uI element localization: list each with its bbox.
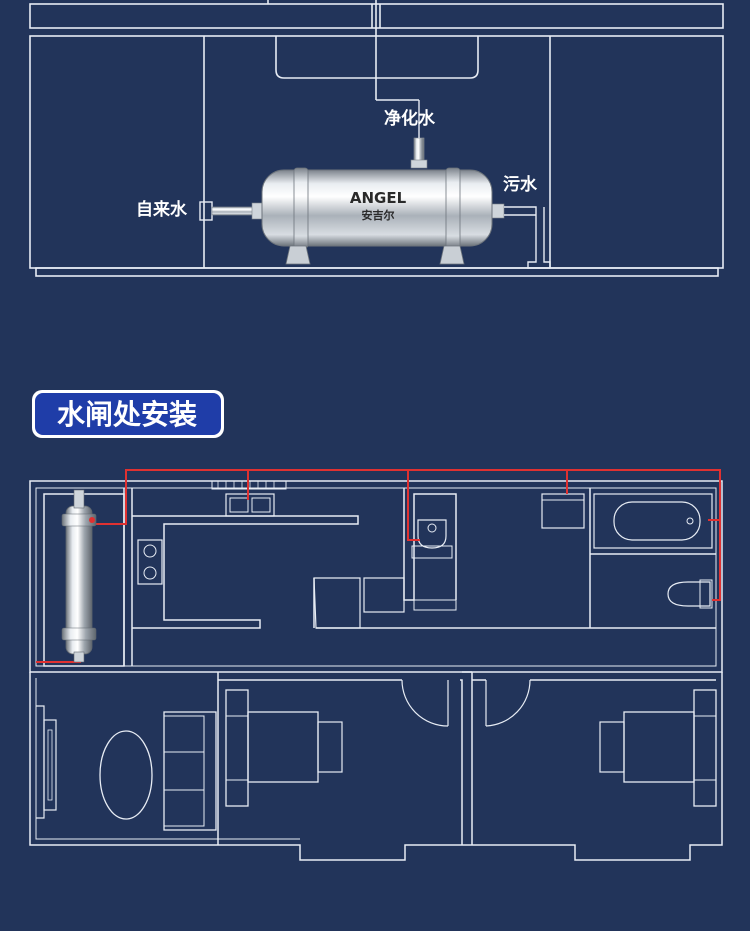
sofa — [163, 711, 217, 831]
horizontal-filter-unit: ANGEL 安吉尔 — [261, 167, 493, 265]
wash-basin-area — [403, 488, 457, 611]
bedroom-2 — [471, 672, 717, 845]
bedroom-1 — [217, 672, 463, 845]
bed-2 — [623, 711, 695, 783]
bed-1 — [247, 711, 319, 783]
water-supply-piping — [36, 469, 721, 663]
living-room — [36, 705, 217, 831]
upper-wing-outline — [29, 480, 723, 673]
floor-plan — [29, 480, 723, 861]
lower-wing-outline — [29, 672, 723, 861]
tap-water-inlet — [199, 201, 265, 221]
coffee-table — [99, 730, 153, 820]
tap-water-label: 自来水 — [136, 199, 188, 220]
stove — [137, 539, 163, 585]
waste-water-outlet — [485, 203, 551, 269]
kitchen — [132, 480, 359, 629]
section-badge: 水闸处安装 — [32, 390, 224, 438]
unit-brand-logo: ANGEL — [350, 189, 407, 207]
purified-water-pipe — [376, 99, 428, 169]
kitchen-sink — [225, 493, 275, 517]
bathroom — [541, 488, 716, 628]
fridge — [363, 577, 405, 613]
kitchen-cabinet-scene — [29, 0, 724, 277]
sink-bowl — [275, 36, 479, 79]
unit-brand-cn-logo: 安吉尔 — [362, 208, 395, 222]
waste-water-label: 污水 — [503, 174, 538, 195]
washing-machine — [541, 493, 585, 529]
vertical-filter-unit — [61, 489, 97, 663]
section-title: 水闸处安装 — [57, 398, 197, 431]
toilet — [667, 581, 711, 607]
purified-water-label: 净化水 — [384, 108, 436, 129]
tv-stand — [43, 719, 57, 811]
cabinet-base — [35, 267, 719, 277]
